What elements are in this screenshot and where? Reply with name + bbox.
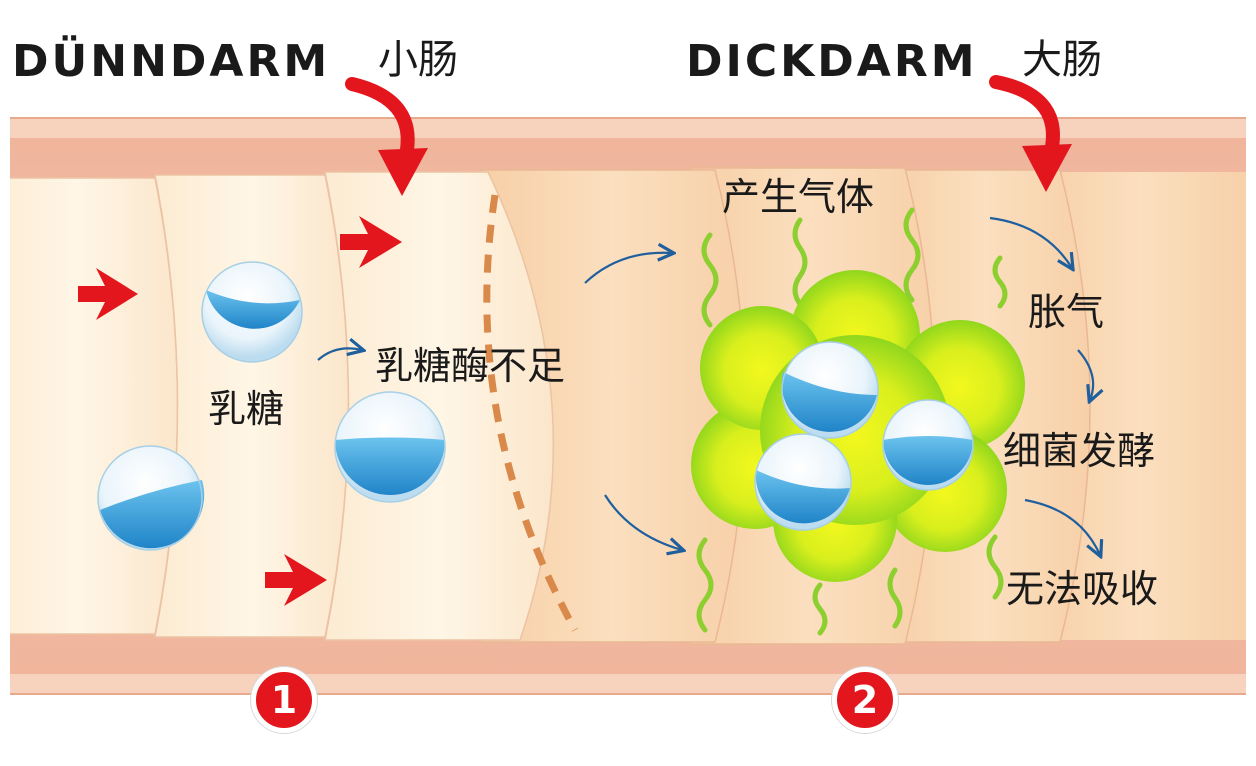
large-intestine-title-de: DICKDARM [686, 36, 978, 87]
gas-wave-icon [696, 207, 1008, 636]
curved-red-arrow-icon [989, 75, 1072, 192]
step-badge-2: 2 [832, 667, 898, 733]
tube-bottom-rim [10, 674, 1246, 694]
tube-top-rim [10, 118, 1246, 138]
lactose-sphere-icon [201, 261, 303, 363]
large-intestine-title-cn: 大肠 [1022, 37, 1102, 83]
blue-arrow-icon [317, 216, 1100, 555]
label-lactase-deficiency: 乳糖酶不足 [375, 344, 566, 388]
red-arrow-icon [78, 268, 138, 320]
lactose-sphere-icon [334, 391, 446, 503]
small-intestine-title-cn: 小肠 [378, 37, 458, 83]
small-intestine-title-de: DÜNNDARM [12, 36, 331, 87]
boundary-divider [483, 194, 579, 632]
red-arrow-icon [265, 554, 327, 606]
lactose-sphere-icon [97, 445, 205, 551]
label-gas-production: 产生气体 [722, 175, 875, 219]
label-not-absorbed: 无法吸收 [1006, 567, 1159, 611]
step-badge-1: 1 [251, 667, 317, 733]
lactose-sphere-icon [882, 399, 974, 491]
lactose-sphere-icon [781, 341, 879, 439]
label-bloating: 胀气 [1028, 290, 1105, 334]
lactose-sphere-icon [754, 433, 852, 531]
red-arrow-icon [340, 216, 402, 268]
label-lactose: 乳糖 [208, 387, 285, 431]
curved-red-arrow-icon [345, 77, 428, 196]
label-bacterial-fermentation: 细菌发酵 [1003, 429, 1156, 473]
